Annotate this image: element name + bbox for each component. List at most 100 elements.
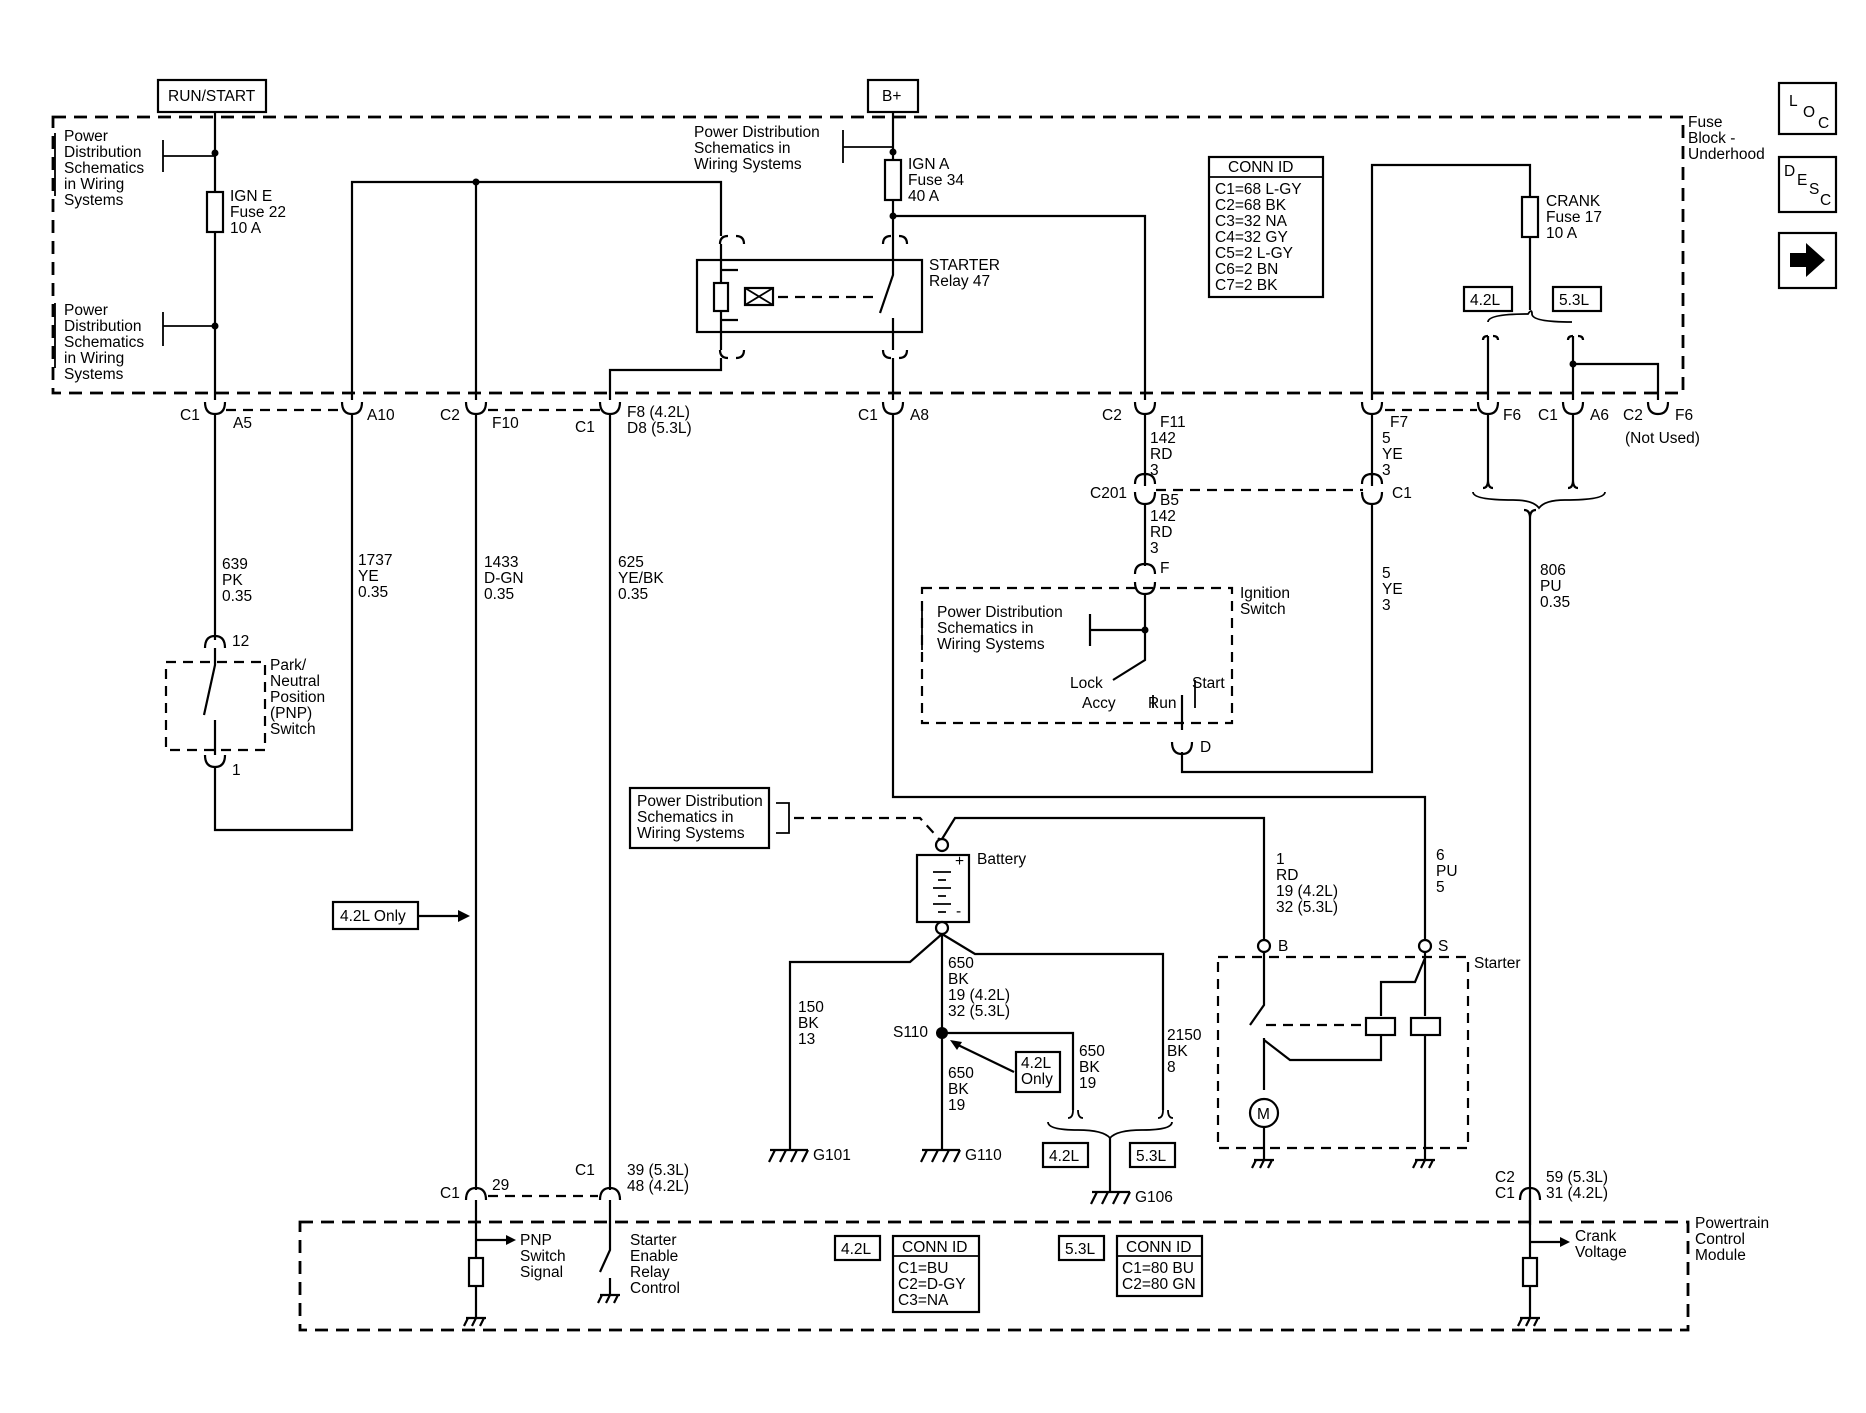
loc-icon[interactable]: L O C: [1777, 81, 1838, 136]
svg-text:Distribution: Distribution: [64, 144, 142, 161]
connector-row-fuse-block: [226, 408, 1477, 492]
svg-text:Signal: Signal: [520, 1264, 563, 1281]
tag-5-3l-pcm: 5.3L: [1057, 1234, 1106, 1262]
fuse-ign-e: IGN E Fuse 22 10 A: [205, 188, 286, 237]
wire-625-label: 625 YE/BK 0.35: [618, 554, 664, 603]
svg-text:1433: 1433: [484, 554, 518, 571]
pcm-pin59-b: 31 (4.2L): [1546, 1185, 1608, 1202]
svg-text:IGN A: IGN A: [908, 156, 950, 173]
svg-text:YE: YE: [358, 568, 379, 585]
tag-4-2l-g106: 4.2L: [1041, 1141, 1090, 1169]
conn-f6b-note: (Not Used): [1625, 430, 1700, 447]
svg-text:Underhood: Underhood: [1688, 146, 1765, 163]
svg-text:B+: B+: [882, 88, 901, 105]
pcm-label: Powertrain Control Module: [1695, 1215, 1769, 1264]
svg-text:Ignition: Ignition: [1240, 585, 1290, 602]
conn-a8-pin: A8: [910, 407, 929, 424]
svg-text:Wiring Systems: Wiring Systems: [637, 825, 745, 842]
svg-text:IGN E: IGN E: [230, 188, 272, 205]
svg-text:RD: RD: [1150, 524, 1172, 541]
starter-relay-47: STARTER Relay 47: [695, 234, 1000, 360]
tag-5-3l-g106: 5.3L: [1128, 1141, 1177, 1169]
svg-text:CRANK: CRANK: [1546, 193, 1601, 210]
svg-text:Power Distribution: Power Distribution: [637, 793, 763, 810]
svg-text:4.2L: 4.2L: [841, 1241, 872, 1258]
svg-text:BK: BK: [1079, 1059, 1100, 1076]
pds-ref-b: Power Distribution Schematics in Wiring …: [54, 302, 215, 383]
svg-text:0.35: 0.35: [484, 586, 514, 603]
svg-text:Control: Control: [630, 1280, 680, 1297]
svg-text:19: 19: [948, 1097, 965, 1114]
conn-f10-c: C2: [440, 407, 460, 424]
pcm-pin59-c1: C1: [1495, 1185, 1515, 1202]
svg-text:YE: YE: [1382, 446, 1403, 463]
fuse-block-conn-id-table: CONN ID C1=68 L-GY C2=68 BK C3=32 NA C4=…: [1207, 155, 1325, 299]
svg-text:142: 142: [1150, 508, 1176, 525]
pcm-outline: [298, 1220, 1690, 1332]
svg-text:0.35: 0.35: [222, 588, 252, 605]
pds-ref-d: Power Distribution Schematics in Wiring …: [921, 604, 1063, 653]
splice-s110: S110: [893, 1024, 928, 1041]
svg-text:5.3L: 5.3L: [1559, 292, 1590, 309]
pcm-pin39-a: 39 (5.3L): [627, 1162, 689, 1179]
wire-5ye-label: 5 YE 3: [1382, 565, 1403, 614]
svg-text:0.35: 0.35: [358, 584, 388, 601]
svg-text:C6=2 BN: C6=2 BN: [1215, 261, 1278, 278]
fuse-crank: CRANK Fuse 17 10 A: [1520, 193, 1602, 242]
svg-text:BK: BK: [948, 971, 969, 988]
svg-text:STARTER: STARTER: [929, 257, 1000, 274]
svg-text:PU: PU: [1436, 863, 1458, 880]
svg-text:C: C: [1818, 115, 1829, 132]
svg-text:G106: G106: [1135, 1189, 1173, 1206]
b-plus-source: B+: [866, 78, 920, 114]
svg-text:Starter: Starter: [1474, 955, 1521, 972]
svg-text:B5: B5: [1160, 492, 1179, 509]
conn-f8-pin-b: D8 (5.3L): [627, 420, 692, 437]
svg-text:C1=68 L-GY: C1=68 L-GY: [1215, 181, 1302, 198]
svg-text:BK: BK: [798, 1015, 819, 1032]
svg-text:Systems: Systems: [64, 192, 124, 209]
svg-text:3: 3: [1382, 462, 1391, 479]
conn-f6a-pin: F6: [1503, 407, 1521, 424]
svg-text:5.3L: 5.3L: [1065, 1241, 1096, 1258]
svg-text:650: 650: [1079, 1043, 1105, 1060]
svg-text:12: 12: [232, 633, 249, 650]
pcm-connector-cups: [464, 1186, 1542, 1201]
svg-text:D-GN: D-GN: [484, 570, 524, 587]
svg-text:32 (5.3L): 32 (5.3L): [1276, 899, 1338, 916]
svg-text:Relay 47: Relay 47: [929, 273, 990, 290]
svg-text:CONN ID: CONN ID: [1228, 159, 1293, 176]
svg-text:650: 650: [948, 955, 974, 972]
svg-text:Power Distribution: Power Distribution: [937, 604, 1063, 621]
wire-1433-label: 1433 D-GN 0.35: [484, 554, 524, 603]
wire-1737-label: 1737 YE 0.35: [358, 552, 392, 601]
wire-639-label: 639 PK 0.35: [222, 556, 252, 605]
svg-text:C2=80 GN: C2=80 GN: [1122, 1276, 1196, 1293]
pnp-switch: 12 1 Park/ Neutral Position (PNP) Switch: [164, 633, 325, 779]
svg-text:Systems: Systems: [64, 366, 124, 383]
svg-text:BK: BK: [1167, 1043, 1188, 1060]
svg-text:YE: YE: [1382, 581, 1403, 598]
svg-text:Wiring Systems: Wiring Systems: [937, 636, 1045, 653]
svg-text:C3=32 NA: C3=32 NA: [1215, 213, 1288, 230]
next-arrow-icon[interactable]: [1777, 231, 1838, 290]
svg-text:Enable: Enable: [630, 1248, 678, 1265]
svg-text:5: 5: [1382, 565, 1391, 582]
wire-2150-label: 2150 BK 8: [1167, 1027, 1202, 1076]
ground-g101: G101: [768, 1147, 851, 1164]
svg-text:Fuse 17: Fuse 17: [1546, 209, 1602, 226]
pds-ref-e: Power Distribution Schematics in Wiring …: [628, 786, 941, 850]
svg-text:650: 650: [948, 1065, 974, 1082]
conn-a6-pin: A6: [1590, 407, 1609, 424]
svg-text:C1=BU: C1=BU: [898, 1260, 948, 1277]
tag-4-2l-only: 4.2L Only: [331, 900, 470, 931]
desc-icon[interactable]: D E S C: [1777, 155, 1838, 214]
svg-text:4.2L Only: 4.2L Only: [340, 908, 406, 925]
svg-text:Control: Control: [1695, 1231, 1745, 1248]
conn-a5-pin: A5: [233, 415, 252, 432]
svg-text:Starter: Starter: [630, 1232, 677, 1249]
svg-text:Lock: Lock: [1070, 675, 1103, 692]
svg-text:RD: RD: [1276, 867, 1298, 884]
run-start-source: RUN/START: [156, 78, 268, 114]
svg-text:Wiring Systems: Wiring Systems: [694, 156, 802, 173]
